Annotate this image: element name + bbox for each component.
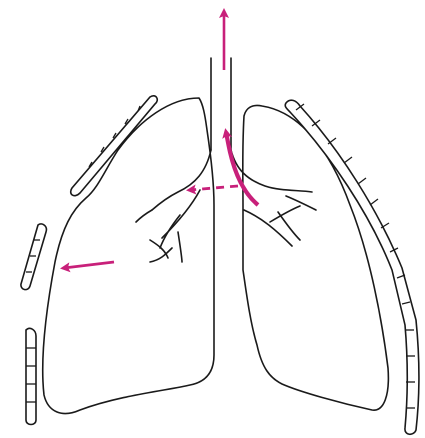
ribs-left <box>21 96 157 425</box>
left-lung <box>43 98 214 414</box>
bronchial-tree <box>136 150 316 262</box>
arrows <box>64 12 258 268</box>
ribs-right <box>285 100 419 434</box>
right-lung <box>243 105 389 410</box>
left-arrow-icon <box>64 262 114 268</box>
